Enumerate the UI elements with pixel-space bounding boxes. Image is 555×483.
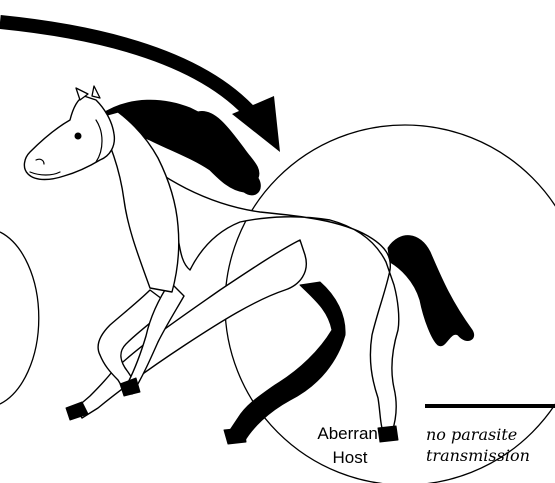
horse-head bbox=[24, 96, 114, 180]
hoof bbox=[224, 428, 246, 444]
horse-eye bbox=[75, 133, 82, 140]
host-label-line1: Aberrant bbox=[300, 422, 400, 446]
previous-host-circle bbox=[0, 232, 39, 404]
horse-illustration bbox=[24, 86, 473, 444]
no-transmission-note: no parasite transmission bbox=[426, 424, 555, 466]
note-line2: transmission bbox=[426, 445, 555, 466]
host-label-line2: Host bbox=[300, 446, 400, 470]
tail bbox=[388, 236, 474, 346]
aberrant-host-label: Aberrant Host bbox=[300, 422, 400, 470]
horse-ear bbox=[92, 86, 100, 98]
note-line1: no parasite bbox=[426, 424, 555, 445]
